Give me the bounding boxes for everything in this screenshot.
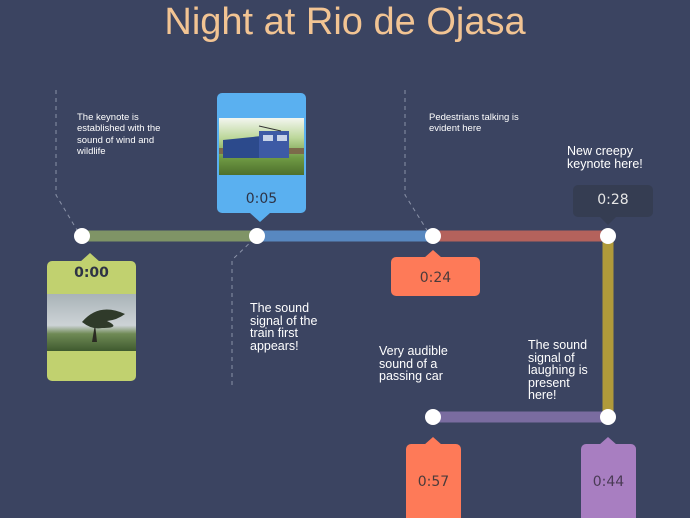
event-time: 0:44: [592, 474, 625, 490]
page-title: Night at Rio de Ojasa: [164, 1, 526, 43]
card-notch: [80, 253, 100, 262]
event-time: 0:24: [419, 270, 452, 286]
event-card-0-44[interactable]: 0:44: [581, 444, 636, 518]
note-laughing: The sound signal of laughing is present …: [528, 338, 588, 402]
train-photo: [219, 118, 304, 175]
note-creepy: New creepy keynote here!: [567, 144, 643, 171]
note-car: Very audible sound of a passing car: [379, 344, 448, 383]
timeline-node: [425, 228, 441, 244]
timeline-node: [249, 228, 265, 244]
card-notch: [599, 437, 617, 445]
event-time: 0:28: [597, 192, 629, 208]
event-card-0-28[interactable]: 0:28: [573, 185, 653, 217]
card-notch: [600, 217, 616, 225]
event-card-0-24[interactable]: 0:24: [391, 257, 480, 296]
note-wind: The keynote is established with the soun…: [77, 112, 161, 158]
leader-line-wind: [55, 90, 81, 236]
event-time: 0:00: [74, 265, 109, 281]
tree-icon: [82, 309, 125, 342]
event-card-0-00[interactable]: 0:00: [47, 261, 136, 381]
note-train: The sound signal of the train first appe…: [250, 301, 318, 353]
timeline-node: [74, 228, 90, 244]
note-pedestrians: Pedestrians talking is evident here: [429, 112, 519, 135]
timeline-node: [425, 409, 441, 425]
card-notch: [424, 437, 442, 445]
event-time: 0:57: [417, 474, 450, 490]
event-time: 0:05: [245, 191, 278, 207]
wind-tree-photo: [47, 294, 136, 351]
event-card-0-57[interactable]: 0:57: [406, 444, 461, 518]
card-notch: [250, 213, 270, 222]
train-icon: [219, 125, 304, 158]
leader-line-train: [231, 235, 258, 385]
timeline-node: [600, 228, 616, 244]
card-notch: [424, 250, 442, 258]
event-card-0-05[interactable]: 0:05: [217, 93, 306, 213]
leader-line-pedestrians: [404, 90, 431, 236]
timeline-node: [600, 409, 616, 425]
